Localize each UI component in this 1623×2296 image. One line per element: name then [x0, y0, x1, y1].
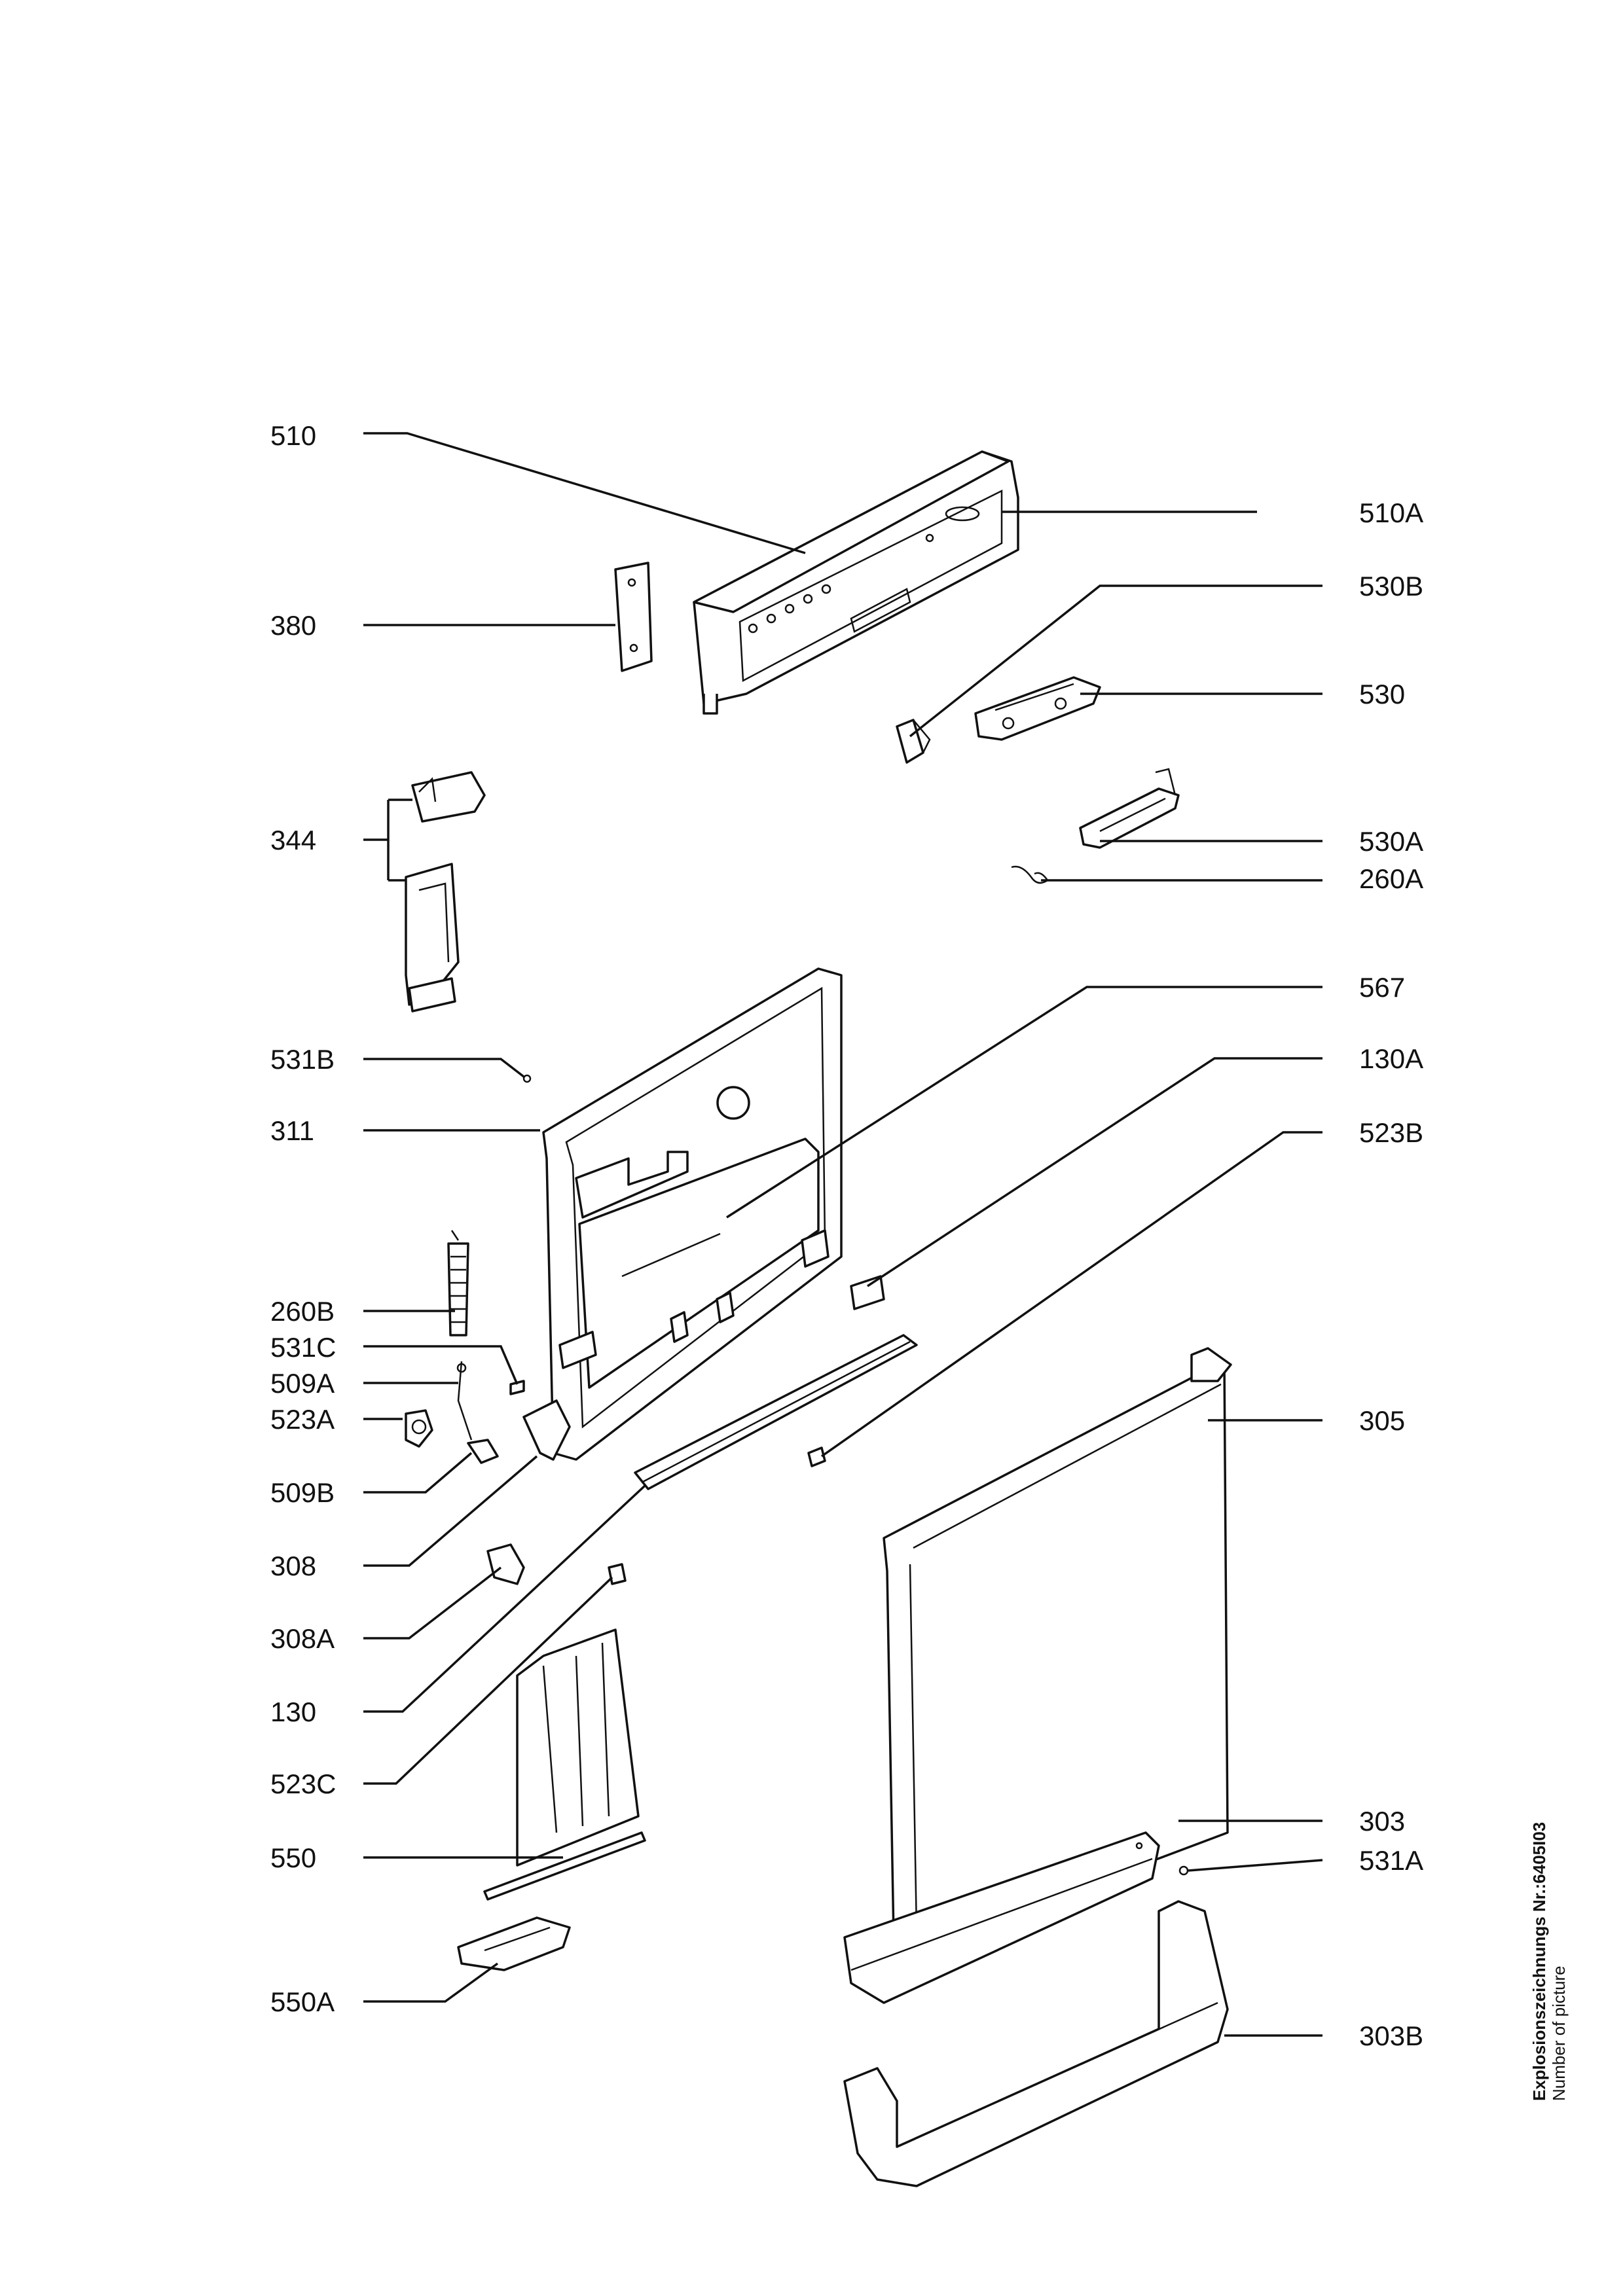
label-509A: 509A — [270, 1368, 335, 1399]
label-130: 130 — [270, 1696, 316, 1727]
cable-509A — [456, 1361, 473, 1441]
label-550A: 550A — [270, 1986, 335, 2017]
label-523B: 523B — [1359, 1117, 1423, 1148]
support-550 — [483, 1628, 646, 1901]
label-531A: 531A — [1359, 1845, 1423, 1876]
latch-530A — [1079, 768, 1180, 849]
control-panel-510 — [693, 450, 1019, 715]
label-308A: 308A — [270, 1623, 335, 1654]
label-530B: 530B — [1359, 571, 1423, 601]
plinth-303B — [843, 1900, 1229, 2187]
cover-130A — [850, 1275, 885, 1310]
clip-530B — [896, 719, 931, 764]
drawing-number-caption: Number of picture — [1549, 1965, 1569, 2101]
label-550: 550 — [270, 1842, 316, 1873]
label-260A: 260A — [1359, 863, 1423, 894]
screw-531C — [509, 1380, 525, 1395]
kickplate-303 — [843, 1831, 1160, 2004]
rail-130 — [634, 1334, 918, 1490]
bracket-550A — [457, 1916, 571, 1971]
screw-531B — [522, 1074, 532, 1083]
label-305: 305 — [1359, 1405, 1405, 1436]
label-380: 380 — [270, 610, 316, 641]
label-530A: 530A — [1359, 826, 1423, 857]
bracket-380 — [614, 562, 653, 672]
anchor-509B — [467, 1439, 499, 1464]
label-523A: 523A — [270, 1404, 335, 1435]
label-303: 303 — [1359, 1806, 1405, 1837]
spring-260B — [447, 1230, 469, 1336]
drawing-number-note: Explosionszeichnungs Nr.:6405I03 Number … — [1529, 1822, 1569, 2101]
outer-door-305 — [883, 1347, 1232, 1948]
inner-door-311 — [522, 967, 843, 1461]
label-510: 510 — [270, 420, 316, 451]
pulley-523A — [405, 1409, 433, 1448]
hinge-530 — [974, 676, 1101, 741]
label-510A: 510A — [1359, 497, 1423, 528]
label-531C: 531C — [270, 1332, 336, 1363]
clip-523B — [807, 1446, 826, 1467]
clip-523C — [608, 1563, 627, 1585]
label-523C: 523C — [270, 1768, 336, 1799]
label-344: 344 — [270, 825, 316, 855]
hinge-set-344 — [405, 771, 486, 1013]
label-303B: 303B — [1359, 2020, 1423, 2051]
spring-clip-260A — [1011, 865, 1049, 884]
drawing-number: Explosionszeichnungs Nr.:6405I03 — [1529, 1822, 1549, 2101]
label-130A: 130A — [1359, 1043, 1423, 1074]
label-260B: 260B — [270, 1296, 335, 1327]
label-311: 311 — [270, 1115, 314, 1146]
screw-531A — [1178, 1865, 1189, 1876]
bracket-308A — [486, 1543, 525, 1585]
part-labels: 510 510A 380 530B 530 344 530A 260A 567 … — [270, 420, 1423, 2051]
label-509B: 509B — [270, 1477, 335, 1508]
label-530: 530 — [1359, 679, 1405, 709]
leader-lines — [363, 432, 1323, 2037]
label-567: 567 — [1359, 972, 1405, 1003]
label-531B: 531B — [270, 1044, 335, 1075]
label-308: 308 — [270, 1551, 316, 1581]
